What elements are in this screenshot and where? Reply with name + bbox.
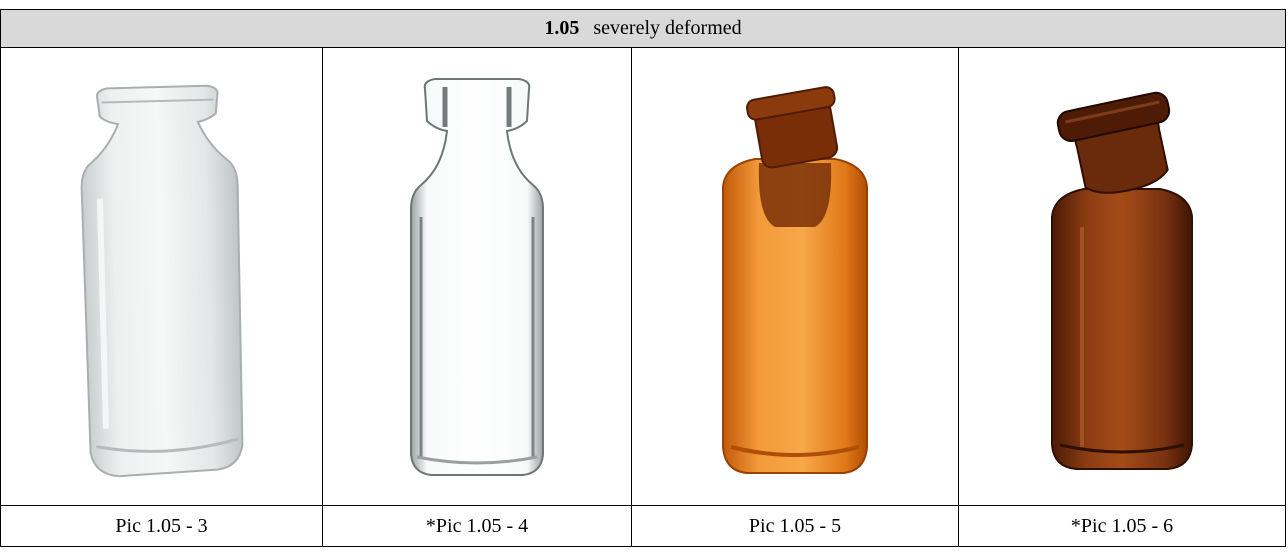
- defect-table: 1.05 severely deformed: [0, 9, 1287, 547]
- deformed-clear-vial-image: [80, 84, 243, 477]
- picture-caption: *Pic 1.05 - 4: [322, 505, 632, 547]
- image-cell-2: [322, 47, 632, 506]
- defect-title: severely deformed: [593, 17, 742, 39]
- picture-caption: Pic 1.05 - 5: [631, 505, 959, 547]
- image-row: [0, 47, 1287, 506]
- picture-caption: Pic 1.05 - 3: [0, 505, 323, 547]
- image-cell-4: [957, 47, 1287, 506]
- picture-caption: *Pic 1.05 - 6: [957, 505, 1287, 547]
- image-cell-1: [0, 47, 323, 506]
- image-cell-3: [631, 47, 959, 506]
- defect-header: 1.05 severely deformed: [0, 9, 1287, 48]
- deformed-amber-vial-image: [722, 85, 868, 474]
- caption-row: Pic 1.05 - 3 *Pic 1.05 - 4 Pic 1.05 - 5 …: [0, 505, 1287, 547]
- deformed-amber-vial-image: [1051, 91, 1193, 470]
- defect-code: 1.05: [544, 17, 580, 39]
- header-row: 1.05 severely deformed: [0, 9, 1287, 48]
- deformed-clear-vial-image: [410, 77, 544, 476]
